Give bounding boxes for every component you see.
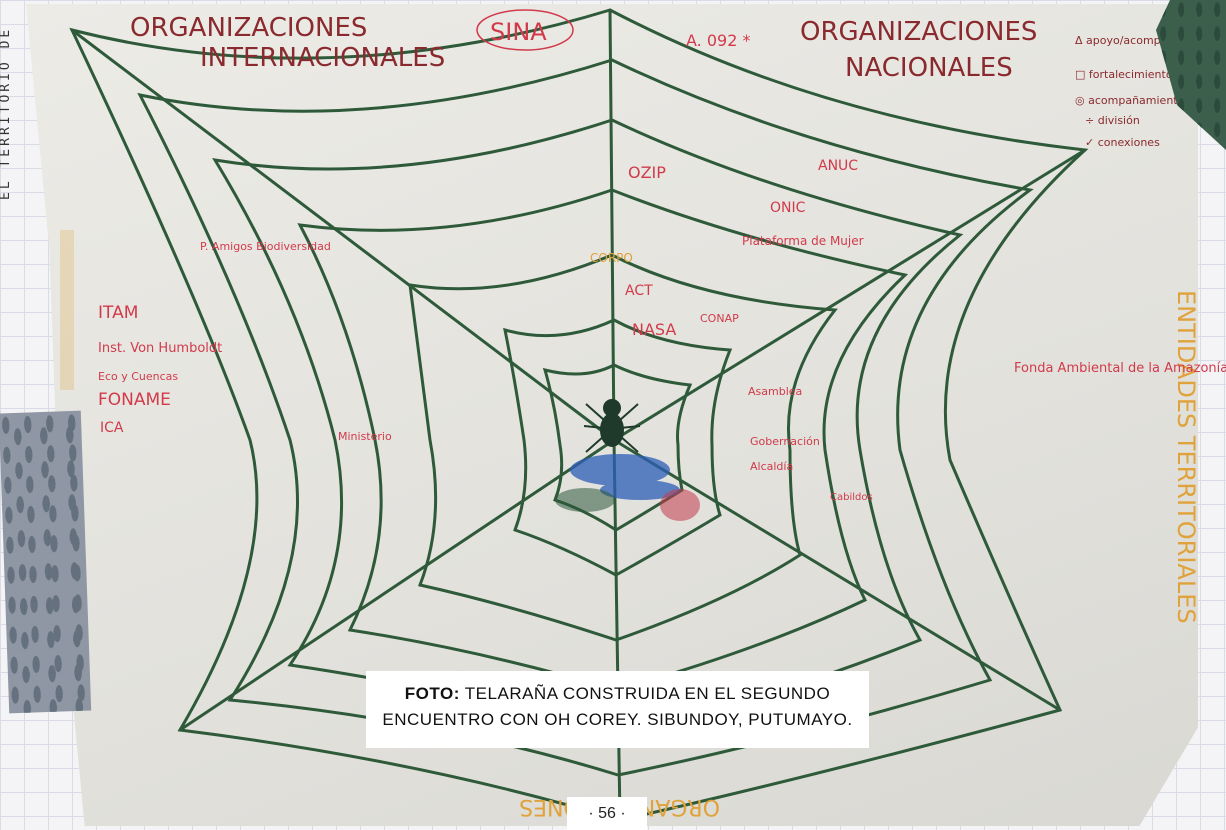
title-right-line2: NACIONALES bbox=[845, 53, 1013, 83]
note-right: Cabildos bbox=[830, 492, 873, 503]
legend-text: acompañamiento bbox=[1088, 94, 1184, 107]
blue-note-cluster bbox=[570, 454, 680, 500]
faded-left-label bbox=[60, 230, 74, 390]
green-note-cluster bbox=[555, 488, 615, 512]
note-right: Alcaldía bbox=[750, 460, 793, 473]
note-center: CORPO bbox=[590, 251, 633, 265]
legend-symbol: ✓ bbox=[1085, 136, 1094, 149]
svg-text:÷ división: ÷ división bbox=[1085, 114, 1140, 127]
note-center: Plataforma de Mujer bbox=[742, 234, 864, 248]
note-center: ACT bbox=[625, 283, 653, 299]
sina-circle bbox=[476, 9, 574, 51]
svg-text:□ fortalecimiento: □ fortalecimiento bbox=[1075, 68, 1173, 81]
note-right: Fonda Ambiental de la Amazonía bbox=[1014, 361, 1226, 376]
note-center: CONAP bbox=[700, 312, 739, 325]
legend-symbol: □ bbox=[1075, 68, 1085, 81]
note-right: Asamblea bbox=[748, 385, 802, 398]
note-left: Eco y Cuencas bbox=[98, 370, 178, 383]
legend-text: fortalecimiento bbox=[1089, 68, 1173, 81]
caption-line2: encuentro con Oh Corey. Sibundoy, Putuma… bbox=[382, 710, 853, 729]
note-center: ANUC bbox=[818, 158, 858, 174]
note-left: P. Amigos Biodiversidad bbox=[200, 240, 331, 253]
spider-illustration bbox=[583, 399, 641, 453]
note-right: Gobernación bbox=[750, 435, 820, 448]
svg-text:✓ conexiones: ✓ conexiones bbox=[1085, 136, 1160, 149]
note-left: ICA bbox=[100, 420, 124, 436]
legend-symbol: Δ bbox=[1075, 34, 1083, 47]
legend-text: conexiones bbox=[1098, 136, 1160, 149]
legend-symbol: ÷ bbox=[1085, 114, 1094, 127]
spider-web-lines bbox=[69, 8, 1089, 822]
red-note-cluster bbox=[660, 489, 700, 521]
title-a092: A. 092 * bbox=[686, 31, 750, 50]
note-center: ONIC bbox=[770, 200, 806, 216]
note-left: Ministerio bbox=[338, 430, 392, 443]
legend-text: división bbox=[1098, 114, 1140, 127]
legend-symbol: ◎ bbox=[1075, 94, 1085, 107]
svg-text:◎ acompañamiento: ◎ acompañamiento bbox=[1075, 94, 1185, 107]
title-left-line2: INTERNACIONALES bbox=[200, 43, 445, 73]
photo-caption: Foto: Telaraña construida en el segundo … bbox=[366, 671, 869, 748]
note-center: OZIP bbox=[628, 163, 666, 182]
caption-label: Foto: bbox=[404, 684, 460, 703]
note-left: ITAM bbox=[98, 303, 138, 323]
title-left-line1: ORGANIZACIONES bbox=[130, 13, 367, 43]
note-center: NASA bbox=[632, 320, 676, 339]
page-number: · 56 · bbox=[567, 797, 647, 830]
note-left: FONAME bbox=[98, 390, 171, 410]
title-right-line1: ORGANIZACIONES bbox=[800, 17, 1037, 47]
right-vertical-label: ENTIDADES TERRITORIALES bbox=[1172, 290, 1200, 624]
title-sina: SINA bbox=[490, 18, 547, 46]
note-left: Inst. Von Humboldt bbox=[98, 341, 222, 356]
caption-line1: Telaraña construida en el segundo bbox=[464, 684, 831, 703]
decorative-tape-left bbox=[0, 410, 92, 714]
